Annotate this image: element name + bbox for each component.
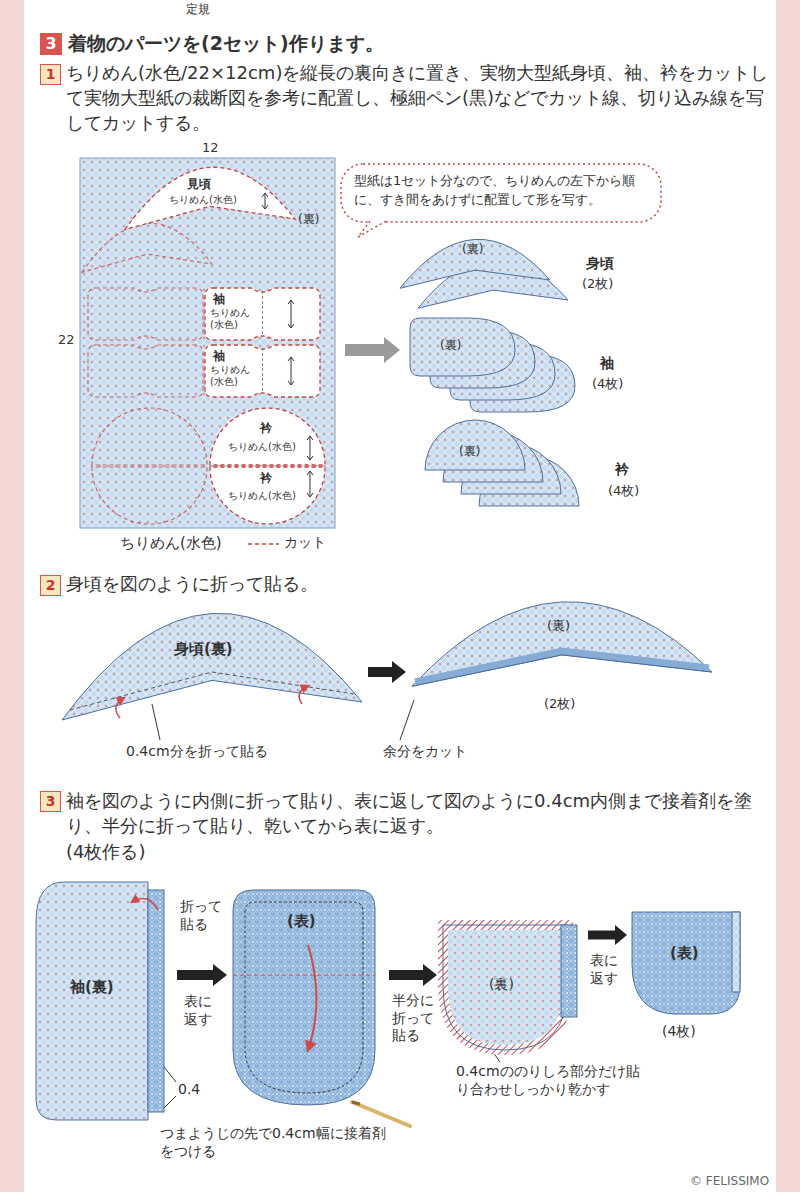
sleeve-pieces-stack: (裏) 袖 (4枚) [410,318,625,418]
copyright: © FELISSIMO [690,1174,769,1190]
node-text: (裏) [459,444,480,460]
node-text: (4枚) [608,483,639,500]
node-text: 袖(裏) [70,978,114,998]
node-text: ちりめん(水色) [210,364,260,388]
node-text: ちりめん(水色) [120,534,222,554]
instruction-text: ちりめん(水色/22×12cm)を縦長の裏向きに置き、実物大型紙身頃、袖、衿をカ… [66,60,772,136]
fabric-sheet: ちりめん(水色)見頃ちりめん(水色)袖ちりめん(水色)袖ちりめん(水色)衿ちりめ… [80,158,335,528]
node-text: 身頃 [586,254,614,272]
block-arrow [389,964,437,986]
sleeve-pieces-stack-shape [410,318,625,418]
collar-pieces-stack: (裏) 衿 (4枚) [425,420,640,510]
node-text: 袖 [213,349,225,365]
node-text: (裏) [440,338,461,354]
dimension: 0.4 [178,1080,200,1098]
body-piece-folded: (裏) (2枚) [412,596,712,721]
node-text: 衿 [260,421,272,437]
node-text: 見頃 [187,177,211,193]
node-text: 袖 [600,354,614,372]
block-arrow [368,661,406,683]
note-bubble: 型紙は1セット分なので、ちりめんの左下から順に、すき間をあけずに配置して形を写す… [340,163,662,223]
sleeve-piece-shape [36,882,171,1124]
sleeve-piece-front: (表) [233,890,383,1108]
legend-line [248,543,279,545]
node-text: (2枚) [544,696,575,713]
collar-pattern-piece-shape [210,408,325,465]
node-text: (表) [287,912,316,932]
substep-number: 3 [40,791,61,812]
body-pieces-stack-shape [400,226,620,318]
instruction-text: 袖を図のように内側に折って貼り、表に返して図のように0.4cm内側まで接着剤を塗… [66,788,778,838]
node-text: 衿 [615,460,629,478]
leader-line [400,700,414,740]
cut-off-heading: 定規 [186,2,210,18]
collar-pattern-piece: 衿ちりめん(水色) [210,467,325,524]
block-arrow [177,964,227,986]
sleeve-piece-finished: (表) (4枚) [632,912,750,1047]
substep-number: 2 [40,575,61,596]
node-text: (裏) [547,618,570,635]
block-arrow [588,925,627,945]
note-label: 0.4cm分を折って貼る [126,742,268,760]
note-label: 折って貼る [180,898,223,933]
sleeve-piece-halved: (裏) [443,925,583,1053]
substep-number: 1 [40,64,61,85]
body-pieces-stack: (裏) 身頃 (2枚) [400,226,620,318]
node-text: ちりめん(水色) [228,489,296,502]
body-pattern-piece: 見頃ちりめん(水色) [125,163,295,233]
node-text: (4枚) [592,376,623,393]
node-text: ちりめん(水色) [228,440,296,453]
sleeve-piece: 袖(裏) [36,882,171,1124]
node-text: (裏) [462,242,483,258]
step-number: 3 [40,33,62,55]
node-text: ちりめん(水色) [169,193,237,206]
collar-pieces-stack-shape [425,420,640,510]
node-text: 袖 [213,292,225,308]
toothpick-tip [352,1102,360,1104]
leader-line [152,704,160,740]
collar-pattern-piece: 衿ちりめん(水色) [210,408,325,465]
sleeve-pattern-piece: 袖ちりめん(水色) [205,288,320,340]
node-text: ちりめん(水色) [210,307,260,331]
side-label: (裏) [298,212,319,228]
dimension: 12 [202,140,219,157]
dimension: 22 [58,332,75,349]
node-text: (表) [670,944,699,964]
node-text: (4枚) [662,1022,696,1040]
node-text: 衿 [260,471,272,487]
node-text: 型紙は1セット分なので、ちりめんの左下から順に、すき間をあけずに配置して形を写す… [354,172,650,210]
node-text: (2枚) [582,276,613,293]
sleeve-pattern-piece: 袖ちりめん(水色) [205,345,320,397]
edge-label: 表に返す [184,993,213,1028]
body-piece-shape [62,606,362,736]
edge-label: 半分に折って貼る [392,992,435,1045]
edge-label: 表に返す [590,952,619,987]
note-label: つまようじの先で0.4cm幅に接着剤をつける [160,1124,395,1160]
toothpick [352,1102,410,1126]
note-label: 余分をカット [383,742,467,760]
instruction-text: 身頃を図のように折って貼る。 [66,572,318,595]
instruction-text: (4枚作る) [66,840,146,863]
legend-text: カット [284,533,326,551]
body-piece: 身頃(裏) [62,606,362,736]
node-text: (裏) [489,975,514,993]
step-heading: 着物のパーツを(2セット)作ります。 [68,31,384,56]
note-label: 0.4cmののりしろ部分だけ貼り合わせしっかり乾かす [456,1062,646,1098]
block-arrow [345,337,400,363]
node-text: 身頃(裏) [174,640,233,660]
